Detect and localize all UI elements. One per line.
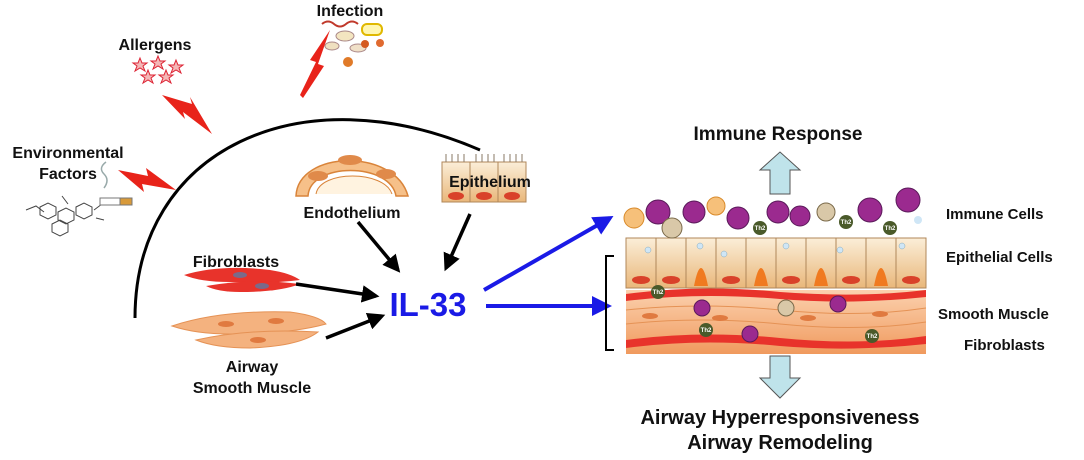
chemical-structure-icon: [25, 195, 105, 237]
endothelium-illustration: [295, 155, 409, 197]
label-epithelium: Epithelium: [449, 174, 531, 191]
arrow-il33-to-epithelium: [483, 216, 614, 292]
arrow-epithelium-to-il33: [443, 213, 472, 272]
th2-label: Th2: [755, 226, 766, 232]
th2-label: Th2: [701, 328, 712, 334]
arrow-down-airway: [758, 355, 802, 399]
th2-label: Th2: [885, 226, 896, 232]
th2-tags: Th2 Th2 Th2 Th2 Th2 Th2: [653, 220, 896, 340]
th2-label: Th2: [841, 220, 852, 226]
label-environmental-2: Factors: [39, 166, 97, 183]
label-immune-response: Immune Response: [694, 124, 863, 145]
label-allergens: Allergens: [119, 37, 192, 54]
airway-tissue-illustration: [623, 187, 927, 354]
label-endothelium: Endothelium: [304, 205, 401, 222]
tissue-boundary-arc: [133, 118, 481, 319]
label-smooth-muscle-right: Smooth Muscle: [938, 306, 1049, 323]
lightning-bolt-icon: [300, 30, 330, 98]
arrow-endothelium-to-il33: [356, 220, 401, 273]
th2-label: Th2: [653, 290, 664, 296]
label-airway: Airway: [226, 359, 279, 376]
arrow-up-immune-response: [758, 151, 802, 195]
label-smooth-muscle-left: Smooth Muscle: [193, 380, 311, 397]
label-fibroblasts-left: Fibroblasts: [193, 254, 279, 271]
label-infection: Infection: [317, 3, 384, 20]
allergen-icons: [131, 54, 185, 85]
lightning-bolt-icon: [118, 168, 176, 192]
label-immune-cells: Immune Cells: [946, 206, 1044, 223]
submucosa-bracket: [605, 255, 614, 351]
fibroblast-illustration: [184, 267, 300, 292]
label-airway-remodeling: Airway Remodeling: [687, 432, 873, 454]
label-fibroblasts-right: Fibroblasts: [964, 337, 1045, 354]
lightning-bolt-icon: [162, 95, 212, 134]
arrow-smooth-muscle-to-il33: [325, 312, 386, 340]
th2-label: Th2: [867, 334, 878, 340]
arrow-fibroblasts-to-il33: [295, 282, 380, 303]
label-il33: IL-33: [389, 286, 466, 323]
label-environmental-1: Environmental: [12, 145, 123, 162]
cigarette-icon: [99, 161, 133, 206]
label-airway-hyperresponsiveness: Airway Hyperresponsiveness: [640, 407, 919, 429]
label-epithelial-cells: Epithelial Cells: [946, 249, 1053, 266]
epithelium-illustration: [441, 154, 527, 203]
pathogen-icons: [321, 20, 384, 67]
smooth-muscle-illustration: [170, 311, 327, 349]
